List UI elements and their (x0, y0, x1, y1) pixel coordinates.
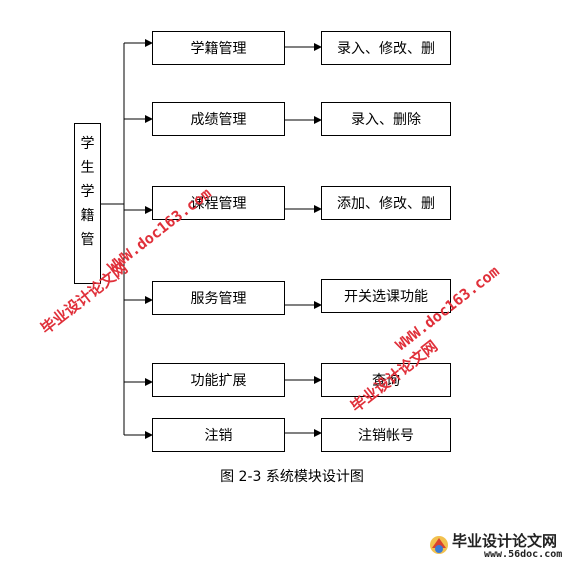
root-node: 学 生 学 籍 管 (74, 123, 101, 284)
root-char: 管 (80, 232, 95, 248)
root-char: 学 (80, 184, 95, 200)
function-box: 录入、删除 (321, 102, 451, 136)
function-box: 添加、修改、删 (321, 186, 451, 220)
logo-title: 毕业设计论文网 (452, 532, 558, 550)
root-char: 学 (80, 136, 95, 152)
logo-url: www.56doc.com (484, 549, 563, 560)
root-char: 生 (80, 160, 95, 176)
module-box: 成绩管理 (152, 102, 285, 136)
function-box: 开关选课功能 (321, 279, 451, 313)
figure-caption: 图 2-3 系统模块设计图 (220, 469, 364, 485)
function-box: 注销帐号 (321, 418, 451, 452)
module-box: 学籍管理 (152, 31, 285, 65)
logo-icon (430, 536, 448, 554)
module-box: 注销 (152, 418, 285, 452)
root-char: 籍 (80, 208, 95, 224)
function-box: 录入、修改、删 (321, 31, 451, 65)
module-box: 服务管理 (152, 281, 285, 315)
site-logo: 毕业设计论文网 www.56doc.com (428, 530, 578, 562)
function-box: 查询 (321, 363, 451, 397)
module-box: 功能扩展 (152, 363, 285, 397)
module-box: 课程管理 (152, 186, 285, 220)
